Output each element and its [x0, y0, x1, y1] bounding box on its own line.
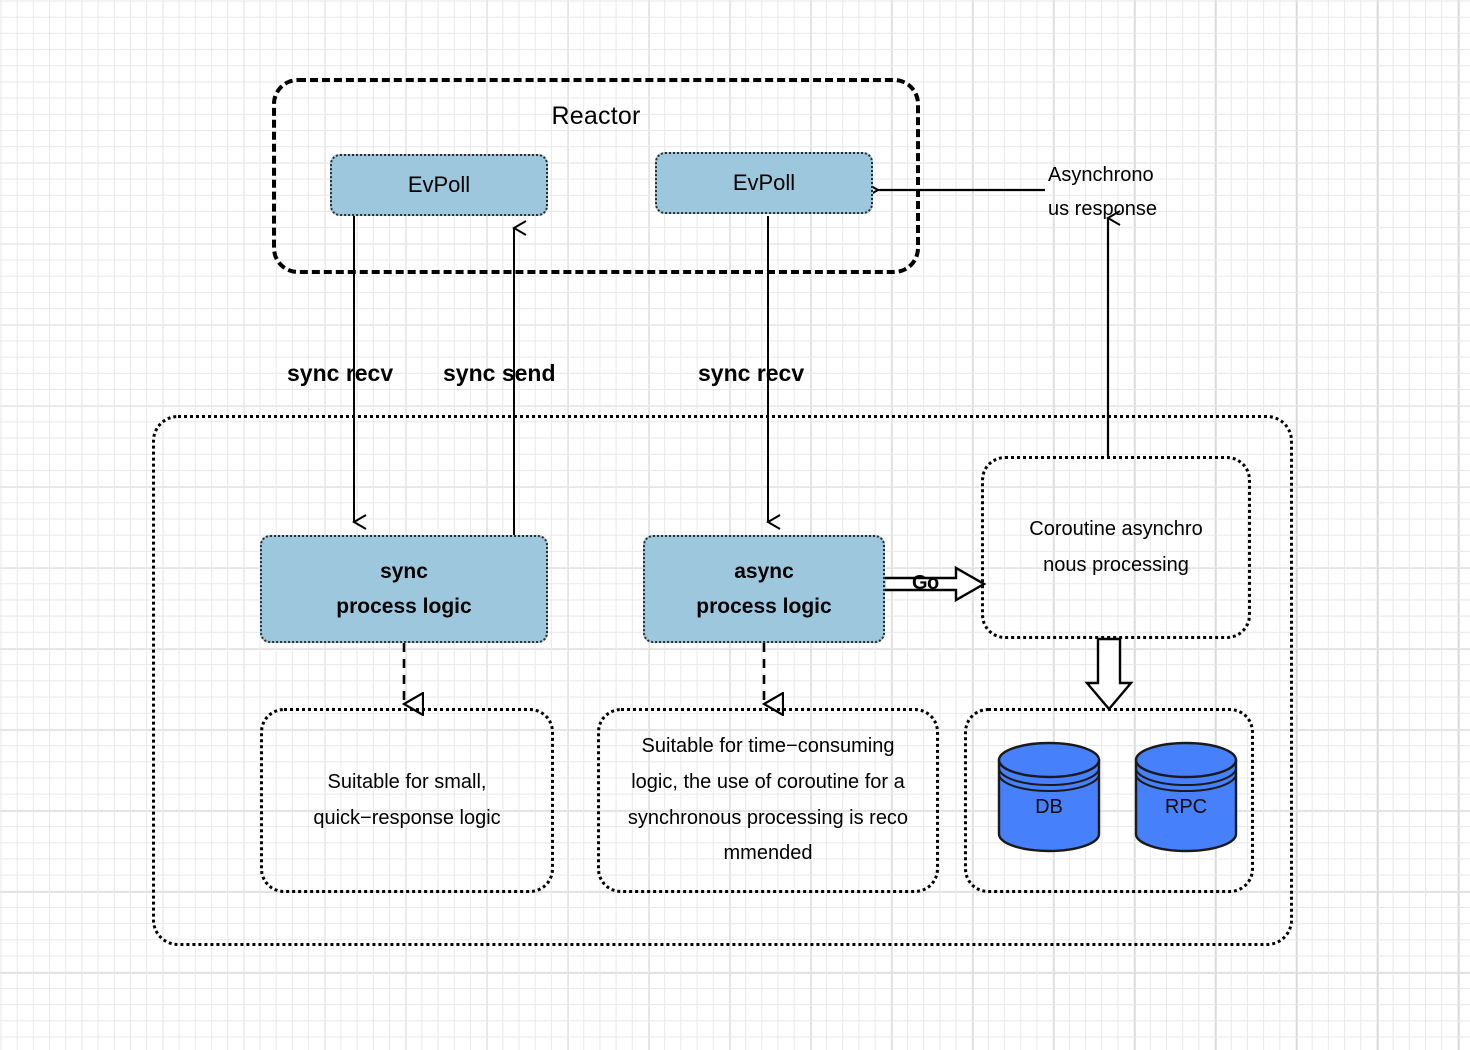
label-sync-recv-right: sync recv	[698, 360, 805, 386]
sync-desc-line-1: Suitable for small,	[327, 770, 487, 793]
async-process-logic-line-1: async	[734, 560, 794, 583]
coroutine-line-2: nous processing	[1043, 553, 1189, 576]
async-description-text: Suitable for time−consuming logic, the u…	[616, 729, 920, 871]
db-cylinder-shape	[997, 741, 1101, 853]
reactor-title: Reactor	[551, 102, 641, 130]
sync-description-box: Suitable for small, quick−response logic	[260, 708, 554, 893]
coroutine-text: Coroutine asynchro nous processing	[1017, 512, 1214, 583]
rpc-cylinder[interactable]: RPC	[1133, 738, 1239, 856]
rpc-cylinder-shape	[1134, 741, 1238, 853]
async-process-logic-box[interactable]: async process logic	[643, 535, 885, 643]
db-label: DB	[1035, 796, 1063, 818]
sync-process-logic-box[interactable]: sync process logic	[260, 535, 548, 643]
sync-process-logic-line-1: sync	[380, 560, 428, 583]
coroutine-processing-box[interactable]: Coroutine asynchro nous processing	[981, 456, 1251, 639]
reactor-container: Reactor	[272, 78, 920, 274]
processing-outer-container	[152, 415, 1293, 946]
evpoll-right-label: EvPoll	[732, 170, 796, 195]
async-desc-line-2: logic, the use of coroutine for a	[631, 770, 905, 793]
async-desc-line-4: mmended	[723, 842, 813, 865]
async-description-box: Suitable for time−consuming logic, the u…	[597, 708, 939, 893]
async-desc-line-3: synchronous processing is reco	[627, 806, 909, 829]
async-desc-line-1: Suitable for time−consuming	[641, 735, 895, 758]
evpoll-left-box[interactable]: EvPoll	[330, 154, 548, 216]
sync-desc-line-2: quick−response logic	[313, 806, 501, 829]
label-sync-recv-left: sync recv	[287, 360, 394, 386]
label-sync-send: sync send	[443, 360, 556, 386]
db-cylinder[interactable]: DB	[996, 738, 1102, 856]
evpoll-left-label: EvPoll	[407, 172, 471, 197]
async-response-label: Asynchrono us response	[1048, 158, 1198, 227]
rpc-label: RPC	[1164, 796, 1208, 818]
evpoll-right-box[interactable]: EvPoll	[655, 152, 873, 214]
label-go: Go	[912, 572, 939, 594]
async-response-line-2: us response	[1048, 198, 1157, 221]
sync-description-text: Suitable for small, quick−response logic	[301, 765, 512, 836]
sync-process-logic-line-2: process logic	[336, 595, 472, 618]
async-response-line-1: Asynchrono	[1048, 164, 1154, 186]
async-process-logic-line-2: process logic	[696, 595, 832, 618]
stores-container	[964, 708, 1254, 893]
coroutine-line-1: Coroutine asynchro	[1029, 517, 1203, 540]
